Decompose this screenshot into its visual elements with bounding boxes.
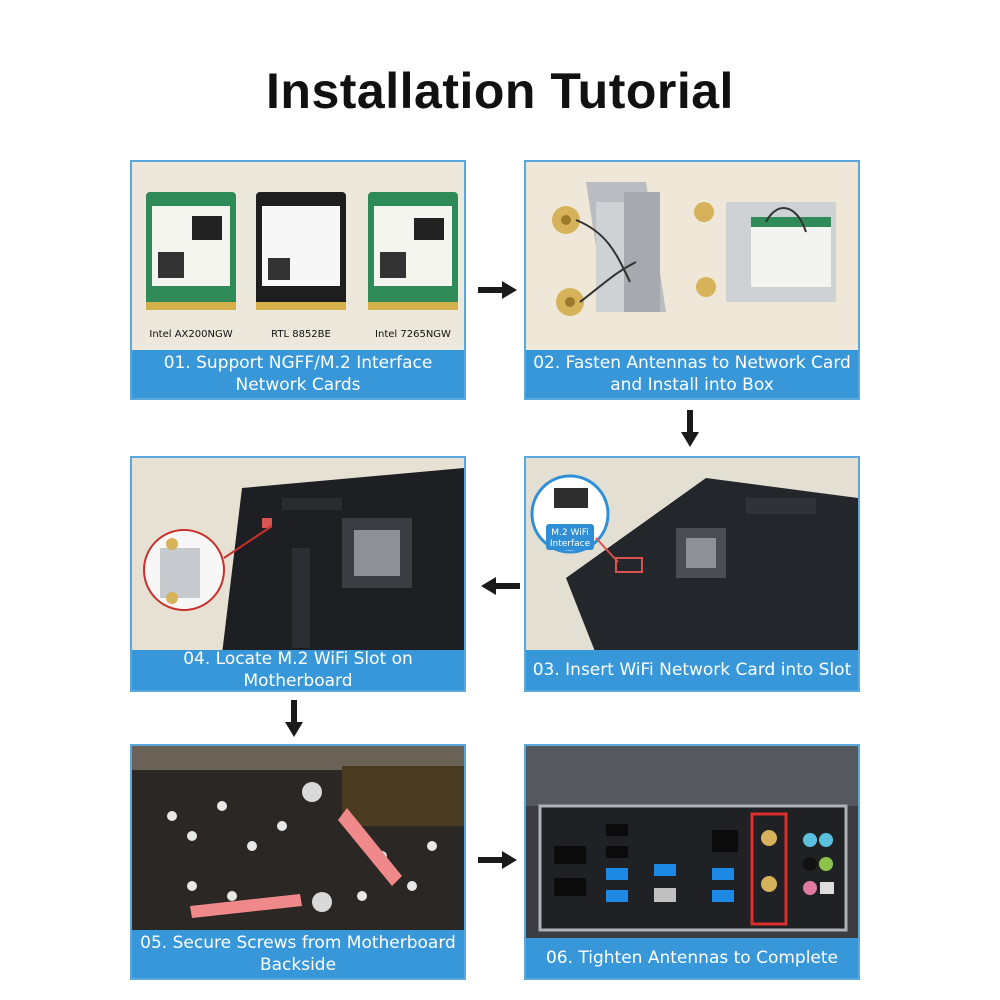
step-caption-01: 01. Support NGFF/M.2 Interface Network C…: [132, 350, 464, 398]
screws-backside-photo: [132, 746, 464, 932]
insert-card-photo: M.2 WiFi Interface: [526, 458, 858, 654]
metal-box-assembled: [694, 202, 836, 302]
step-caption-04-line1: 04. Locate M.2 WiFi Slot on Motherboard: [183, 649, 413, 691]
metal-box-open: [552, 182, 666, 316]
card-label-3: Intel 7265NGW: [375, 329, 451, 340]
step-panel-04: 04. Locate M.2 WiFi Slot on Motherboard: [130, 456, 466, 692]
arrow-left-icon: [481, 577, 520, 595]
step-caption-04: 04. Locate M.2 WiFi Slot on Motherboard: [132, 649, 464, 691]
io-shield-photo: [526, 746, 858, 942]
step-caption-03: 03. Insert WiFi Network Card into Slot: [526, 650, 858, 690]
step-caption-05-line2: Backside: [259, 955, 337, 975]
page-title: Installation Tutorial: [266, 63, 734, 119]
step-caption-01-line1: 01. Support NGFF/M.2 Interface: [163, 353, 433, 373]
step-caption-02: 02. Fasten Antennas to Network Card and …: [526, 350, 858, 398]
step-panel-01: Intel AX200NGW RTL 8852BE Intel 7265NGW …: [130, 160, 466, 400]
step-caption-02-line2: and Install into Box: [610, 375, 774, 395]
step-caption-06-line1: 06. Tighten Antennas to Complete: [545, 948, 839, 968]
card-label-1: Intel AX200NGW: [149, 329, 232, 340]
arrow-right-icon: [478, 851, 517, 869]
callout-line1: M.2 WiFi: [551, 528, 588, 538]
card-intel-ax200: [146, 192, 236, 310]
network-cards-photo: Intel AX200NGW RTL 8852BE Intel 7265NGW: [132, 162, 464, 352]
step-caption-03-line1: 03. Insert WiFi Network Card into Slot: [532, 660, 852, 680]
step-panel-05: 05. Secure Screws from Motherboard Backs…: [130, 744, 466, 980]
arrow-right-icon: [478, 281, 517, 299]
card-label-2: RTL 8852BE: [271, 329, 331, 340]
arrow-down-icon: [285, 700, 303, 737]
step-caption-01-line2: Network Cards: [235, 375, 361, 395]
card-intel-7265: [368, 192, 458, 310]
antenna-box-photo: [526, 162, 858, 352]
callout-line2: Interface: [550, 539, 591, 549]
step-caption-05-line1: 05. Secure Screws from Motherboard: [140, 933, 456, 953]
step-panel-06: 06. Tighten Antennas to Complete: [524, 744, 860, 980]
step-panel-02: 02. Fasten Antennas to Network Card and …: [524, 160, 860, 400]
step-panel-03: M.2 WiFi Interface 03. Insert WiFi Netwo…: [524, 456, 860, 692]
motherboard-slot-photo: [132, 458, 464, 654]
card-rtl-8852be: [256, 192, 346, 310]
arrow-down-icon: [681, 410, 699, 447]
step-caption-05: 05. Secure Screws from Motherboard Backs…: [132, 930, 464, 978]
step-caption-02-line1: 02. Fasten Antennas to Network Card: [533, 353, 851, 373]
step-caption-06: 06. Tighten Antennas to Complete: [526, 938, 858, 978]
